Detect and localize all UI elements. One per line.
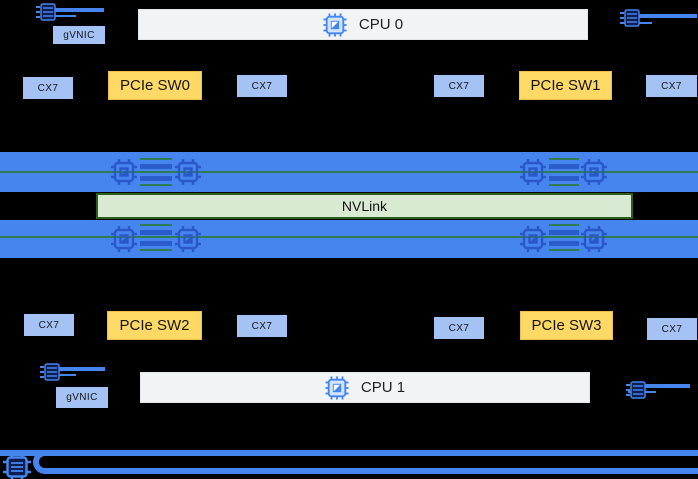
cx7-box: CX7 <box>434 317 484 339</box>
cpu0-label: CPU 0 <box>358 16 404 33</box>
network-uplink-bottom-right <box>620 378 698 402</box>
rail-pill <box>33 450 698 474</box>
nvlink-trace-short <box>549 249 579 251</box>
nvlink-label: NVLink <box>341 198 388 214</box>
uplink-line <box>48 8 104 12</box>
gvnic-label: gVNIC <box>66 392 98 403</box>
cpu0-box: CPU 0 <box>138 9 588 40</box>
cx7-label: CX7 <box>661 323 683 335</box>
gpu-link-bar <box>140 176 172 181</box>
network-switch-icon <box>40 363 62 386</box>
nvlink-band: NVLink <box>96 193 633 219</box>
gpu-band-bottom <box>0 220 698 258</box>
gpu-chip-icon <box>580 158 608 191</box>
network-uplink-top-left <box>0 0 120 26</box>
nvlink-trace-short <box>140 184 172 186</box>
cx7-box: CX7 <box>237 315 287 337</box>
pcie-sw3-box: PCIe SW3 <box>520 311 613 340</box>
gpu-chip-icon <box>580 225 608 258</box>
cx7-label: CX7 <box>448 322 470 334</box>
network-switch-icon <box>626 381 648 404</box>
gpu-link-bar <box>549 164 579 169</box>
gpu-link-bar <box>549 241 579 246</box>
gpu-chip-icon <box>519 158 547 191</box>
uplink-line <box>52 367 105 371</box>
network-uplink-bottom-left <box>0 360 120 384</box>
pcie-sw2-label: PCIe SW2 <box>119 317 190 334</box>
gpu-chip-icon <box>110 225 138 258</box>
network-switch-icon <box>620 9 642 32</box>
cpu-chip-icon <box>325 375 349 400</box>
gvnic-box-top: gVNIC <box>53 26 105 44</box>
cx7-box: CX7 <box>23 77 73 99</box>
gpu-link-bar <box>140 230 172 235</box>
network-rail <box>0 448 698 479</box>
cpu1-box: CPU 1 <box>140 372 590 403</box>
cx7-box: CX7 <box>646 75 697 97</box>
gpu-chip-icon <box>519 225 547 258</box>
gvnic-label: gVNIC <box>63 29 95 41</box>
uplink-line-short <box>52 374 76 376</box>
nvlink-trace-short <box>549 224 579 226</box>
cx7-box: CX7 <box>24 314 74 336</box>
cpu-chip-icon <box>323 12 347 37</box>
gpu-chip-icon <box>110 158 138 191</box>
nvlink-trace-short <box>140 249 172 251</box>
nvlink-trace-short <box>140 224 172 226</box>
pcie-sw3-label: PCIe SW3 <box>531 317 602 334</box>
uplink-line-short <box>50 15 76 17</box>
pcie-sw0-box: PCIe SW0 <box>108 71 202 100</box>
nvlink-trace-short <box>140 158 172 160</box>
network-uplink-top-right <box>615 0 698 30</box>
gpu-chip-icon <box>174 225 202 258</box>
pcie-sw2-box: PCIe SW2 <box>107 311 202 340</box>
gvnic-box-bottom: gVNIC <box>56 387 108 408</box>
pcie-sw1-box: PCIe SW1 <box>519 71 612 100</box>
nvlink-trace-short <box>549 184 579 186</box>
nvlink-trace <box>0 236 698 238</box>
pcie-sw0-label: PCIe SW0 <box>119 77 191 94</box>
nvlink-trace <box>0 171 698 173</box>
cx7-box: CX7 <box>237 75 287 97</box>
cx7-box: CX7 <box>434 75 484 97</box>
gpu-link-bar <box>549 176 579 181</box>
uplink-line <box>634 14 697 18</box>
cx7-label: CX7 <box>448 80 470 92</box>
cx7-box: CX7 <box>647 318 697 340</box>
network-switch-icon <box>36 3 58 26</box>
cx7-label: CX7 <box>251 80 273 92</box>
pcie-sw1-label: PCIe SW1 <box>530 77 601 94</box>
gpu-chip-icon <box>174 158 202 191</box>
gpu-link-bar <box>549 230 579 235</box>
cx7-label: CX7 <box>38 319 60 331</box>
cx7-label: CX7 <box>37 82 59 94</box>
cpu1-label: CPU 1 <box>360 379 406 396</box>
network-chip-icon <box>2 452 32 479</box>
cx7-label: CX7 <box>251 320 273 332</box>
cx7-label: CX7 <box>661 80 682 92</box>
gpu-link-bar <box>140 241 172 246</box>
nvlink-trace-short <box>549 158 579 160</box>
uplink-line <box>640 384 690 388</box>
gpu-link-bar <box>140 164 172 169</box>
